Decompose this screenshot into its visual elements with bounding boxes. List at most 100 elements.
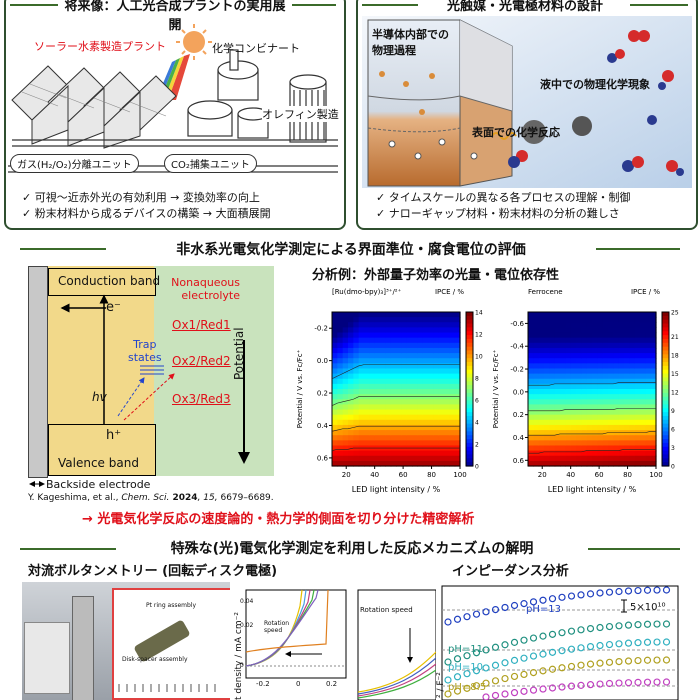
heatmap-cell bbox=[645, 378, 652, 385]
impedance-point bbox=[615, 640, 623, 648]
heatmap-cell bbox=[353, 414, 360, 421]
heatmap-cell bbox=[438, 373, 445, 380]
heatmap-cell bbox=[364, 430, 370, 436]
heatmap-cell bbox=[401, 312, 408, 318]
heatmap-cell bbox=[353, 404, 360, 411]
heatmap-cell bbox=[608, 394, 614, 400]
heatmap-cell bbox=[401, 353, 408, 359]
heatmap-cell bbox=[342, 347, 349, 354]
heatmap-cell bbox=[570, 404, 577, 411]
colorbar-label: IPCE / % bbox=[631, 288, 660, 296]
heatmap-cell bbox=[624, 322, 630, 328]
heatmap-cell bbox=[592, 342, 598, 349]
heatmap-cell bbox=[417, 389, 424, 395]
impedance-point bbox=[624, 679, 633, 687]
heatmap-cell bbox=[624, 347, 630, 354]
heatmap-cell bbox=[570, 358, 577, 364]
heatmap-cell bbox=[396, 435, 402, 441]
heatmap-cell bbox=[390, 363, 397, 370]
heatmap-cell bbox=[650, 424, 657, 431]
impedance-point bbox=[453, 655, 462, 663]
heatmap-cell bbox=[597, 419, 604, 426]
heatmap-cell bbox=[554, 389, 561, 395]
heatmap-cell bbox=[417, 358, 424, 364]
heatmap-cell bbox=[618, 317, 625, 323]
impedance-point bbox=[491, 643, 500, 651]
heatmap-cell bbox=[444, 378, 450, 385]
heatmap-cell bbox=[390, 440, 397, 447]
heatmap-cell bbox=[412, 399, 418, 405]
electron-label: e⁻ bbox=[106, 300, 121, 315]
impedance-point bbox=[529, 668, 538, 677]
heatmap-cell bbox=[581, 312, 588, 318]
heatmap-cell bbox=[538, 450, 545, 457]
y-tick-label: -0.4 bbox=[510, 343, 524, 351]
heatmap-cell bbox=[650, 327, 657, 334]
heatmap-cell bbox=[428, 342, 434, 349]
heatmap-cell bbox=[353, 435, 360, 441]
heatmap-cell bbox=[390, 327, 397, 334]
heatmap-cell bbox=[549, 424, 556, 431]
heatmap-cell bbox=[380, 363, 386, 370]
heatmap-cell bbox=[444, 373, 450, 380]
heatmap-cell bbox=[570, 394, 577, 400]
colorbar-cell bbox=[466, 454, 473, 459]
heatmap-cell bbox=[613, 378, 620, 385]
colorbar-cell bbox=[466, 342, 473, 348]
heatmap-cell bbox=[337, 342, 344, 349]
heatmap-cell bbox=[629, 389, 636, 395]
heatmap-cell bbox=[533, 419, 540, 426]
heatmap-cell bbox=[449, 424, 456, 431]
heatmap-cell bbox=[640, 394, 646, 400]
heatmap-cell bbox=[396, 378, 402, 385]
heatmap-cell bbox=[629, 327, 636, 334]
heatmap-cell bbox=[554, 342, 561, 349]
heatmap-cell bbox=[565, 440, 572, 447]
heatmap-cell bbox=[565, 363, 572, 370]
heatmap-cell bbox=[581, 373, 588, 380]
heatmap-cell bbox=[544, 342, 550, 349]
heatmap-cell bbox=[586, 409, 593, 416]
heatmap-cell bbox=[645, 317, 652, 323]
heatmap-cell bbox=[554, 332, 561, 339]
heatmap-cell bbox=[592, 347, 598, 354]
photocatalyst-illustration bbox=[362, 16, 692, 188]
heatmap-cell bbox=[554, 378, 561, 385]
heatmap-cell bbox=[592, 312, 598, 318]
colorbar-cell bbox=[466, 389, 473, 394]
heatmap-cell bbox=[385, 404, 392, 411]
heatmap-cell bbox=[544, 353, 550, 359]
heatmap-cell bbox=[581, 414, 588, 421]
heatmap-cell bbox=[422, 430, 429, 436]
heatmap-cell bbox=[332, 399, 338, 405]
heatmap-cell bbox=[645, 445, 652, 452]
heatmap-cell bbox=[586, 430, 593, 436]
heatmap-cell bbox=[417, 399, 424, 405]
impedance-point bbox=[520, 670, 528, 679]
x-tick-label: 100 bbox=[453, 471, 466, 479]
heatmap-cell bbox=[533, 404, 540, 411]
heatmap-cell bbox=[438, 414, 445, 421]
heatmap-cell bbox=[570, 383, 577, 390]
conduction-band-label: Conduction band bbox=[58, 274, 161, 288]
heatmap-cell bbox=[586, 342, 593, 349]
heatmap-cell bbox=[608, 353, 614, 359]
heatmap-cell bbox=[570, 317, 577, 323]
heatmap-cell bbox=[374, 383, 381, 390]
heatmap-cell bbox=[380, 460, 386, 467]
heatmap-cell bbox=[412, 363, 418, 370]
heatmap-cell bbox=[348, 394, 354, 400]
colorbar-cell bbox=[466, 335, 473, 340]
heatmap-cell bbox=[549, 317, 556, 323]
heatmap-cell bbox=[629, 378, 636, 385]
colorbar-cell bbox=[466, 412, 473, 417]
heatmap-cell bbox=[554, 373, 561, 380]
colorbar-cell bbox=[662, 381, 669, 386]
heatmap-cell bbox=[645, 337, 652, 344]
heatmap-cell bbox=[396, 353, 402, 359]
colorbar-tick-label: 6 bbox=[671, 427, 675, 434]
heatmap-cell bbox=[332, 358, 338, 364]
colorbar-tick-label: 0 bbox=[475, 464, 479, 471]
heatmap-cell bbox=[570, 363, 577, 370]
heatmap-cell bbox=[576, 322, 582, 328]
